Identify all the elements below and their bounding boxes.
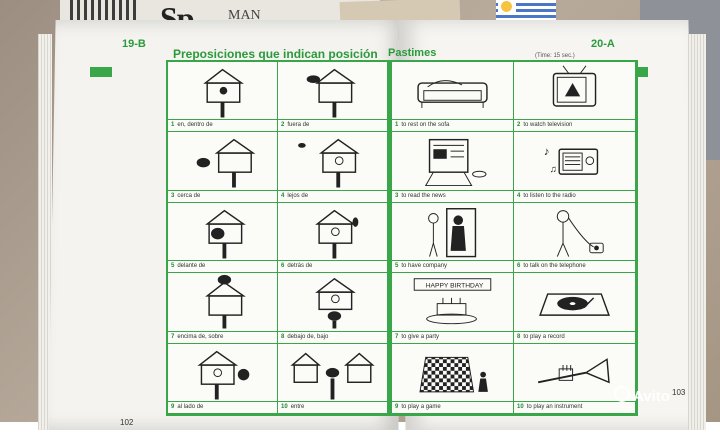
trumpet-icon (514, 344, 635, 401)
birdhouse-in-front-icon (168, 203, 277, 260)
telephone-icon (514, 203, 635, 260)
chess-board-icon (392, 344, 513, 401)
page-edges-right (688, 34, 706, 430)
birdhouse-beside-icon (168, 344, 277, 401)
birdhouse-on-top-icon (168, 273, 277, 330)
flag-sun-icon (498, 0, 516, 14)
svg-text:♪: ♪ (544, 146, 550, 158)
avito-watermark: Avito (614, 386, 670, 405)
sofa-icon (392, 62, 513, 119)
spiral-binding (70, 0, 140, 22)
right-page-number: 103 (672, 388, 686, 397)
left-page-title: Preposiciones que indican posición (173, 47, 378, 61)
left-page-number: 102 (120, 418, 134, 427)
birdhouse-far-icon (278, 132, 387, 189)
birdhouse-outside-icon (278, 62, 387, 119)
item-label: to play a game (401, 404, 441, 410)
birdhouse-between-icon (278, 344, 387, 401)
notebook-cover-text-2: MAN (228, 8, 261, 23)
watermark-text: Avito (633, 388, 670, 405)
birdhouse-inside-icon (168, 62, 277, 119)
item-label: detrás de (287, 263, 313, 270)
visitors-door-icon (392, 203, 513, 260)
item-label: to listen to the radio (523, 192, 576, 199)
item-label: al lado de (177, 404, 204, 410)
item-label: to watch television (523, 122, 573, 129)
party-banner-text: HAPPY BIRTHDAY (426, 283, 484, 290)
open-book: 19-B Preposiciones que indican posición … (38, 14, 710, 434)
item-label: entre (290, 404, 305, 410)
newspaper-reader-icon (392, 132, 513, 189)
thumb-tab-right (630, 67, 648, 77)
item-label: to rest on the sofa (401, 122, 450, 129)
birdhouse-behind-icon (278, 203, 387, 260)
birthday-party-icon: HAPPY BIRTHDAY (392, 273, 513, 330)
item-label: en, dentro de (177, 122, 213, 129)
record-player-icon (514, 273, 635, 330)
right-lesson-label: 20-A (591, 38, 615, 50)
avito-logo-icon (614, 386, 630, 402)
left-lesson-label: 19-B (122, 38, 146, 50)
television-icon (514, 62, 635, 119)
item-label: lejos de (287, 192, 309, 199)
right-page-title: Pastimes (388, 47, 437, 59)
radio-icon: ♪♫ (514, 132, 635, 189)
page-edges-left (38, 34, 52, 430)
item-label: fuera de (287, 122, 310, 129)
thumb-tab-left (90, 67, 112, 77)
item-label: debajo de, bajo (287, 333, 329, 340)
item-label: to read the news (401, 192, 446, 199)
svg-text:♫: ♫ (550, 165, 557, 176)
birdhouse-near-icon (168, 132, 277, 189)
item-label: to talk on the telephone (523, 263, 586, 270)
birdhouse-under-icon (278, 273, 387, 330)
time-note: (Time: 15 sec.) (535, 53, 575, 59)
item-label: delante de (177, 263, 206, 270)
item-label: to have company (401, 263, 448, 270)
item-label: to play an instrument (526, 404, 583, 410)
item-label: to give a party (401, 333, 440, 340)
item-label: encima de, sobre (177, 333, 224, 340)
item-label: to play a record (523, 333, 565, 340)
item-label: cerca de (177, 192, 201, 199)
